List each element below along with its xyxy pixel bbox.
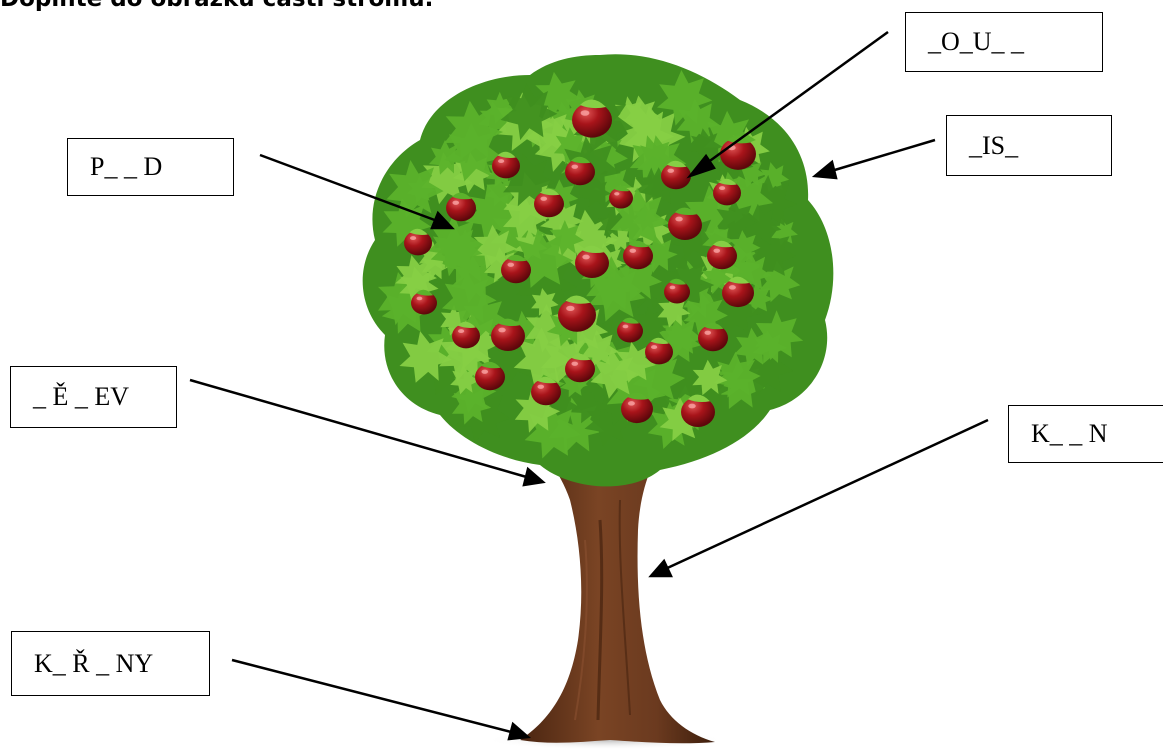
apple bbox=[565, 353, 595, 383]
apple bbox=[491, 318, 525, 351]
apple bbox=[531, 376, 561, 406]
apple bbox=[623, 240, 653, 270]
instruction-text: Doplňte do obrázku části stromu. bbox=[0, 0, 433, 12]
label-box-drevo[interactable]: _ Ě _ EV bbox=[10, 366, 177, 428]
apple bbox=[404, 228, 432, 256]
arrow-list bbox=[811, 138, 936, 180]
apple bbox=[452, 321, 480, 349]
label-text-drevo: _ Ě _ EV bbox=[33, 382, 130, 411]
arrows bbox=[189, 30, 989, 741]
tree-trunk bbox=[520, 410, 715, 744]
label-text-kmen: K_ _ N bbox=[1031, 419, 1108, 448]
apple bbox=[446, 192, 476, 222]
label-text-koreny: K_ Ř _ NY bbox=[34, 648, 154, 678]
label-box-ovoce[interactable]: _O_U_ _ bbox=[905, 12, 1103, 72]
arrow-plod bbox=[259, 153, 455, 230]
label-text-plod: P_ _ D bbox=[90, 152, 163, 181]
apple bbox=[645, 337, 673, 365]
apple bbox=[558, 295, 596, 332]
apple bbox=[609, 185, 633, 209]
label-text-ovoce: _O_U_ _ bbox=[928, 27, 1025, 56]
apple bbox=[664, 278, 690, 304]
arrow-koreny bbox=[231, 658, 531, 741]
apple bbox=[572, 99, 612, 138]
apple bbox=[713, 178, 741, 206]
apple bbox=[565, 156, 595, 186]
apple bbox=[707, 240, 737, 270]
apples bbox=[404, 99, 756, 427]
apple bbox=[722, 276, 754, 308]
apple bbox=[661, 160, 691, 190]
apple bbox=[681, 394, 715, 427]
apple bbox=[617, 317, 643, 343]
label-box-plod[interactable]: P_ _ D bbox=[67, 138, 234, 196]
apple bbox=[621, 392, 653, 424]
label-box-list[interactable]: _IS_ bbox=[946, 115, 1112, 176]
apple bbox=[411, 289, 437, 315]
label-box-kmen[interactable]: K_ _ N bbox=[1008, 405, 1163, 463]
apple bbox=[501, 254, 531, 284]
apple bbox=[475, 361, 505, 391]
apple bbox=[698, 322, 728, 352]
apple bbox=[668, 207, 702, 240]
arrow-kmen bbox=[648, 418, 989, 578]
arrow-drevo bbox=[189, 378, 546, 487]
apple bbox=[534, 188, 564, 218]
apple bbox=[492, 151, 520, 179]
apple bbox=[575, 245, 609, 278]
arrow-ovoce bbox=[686, 30, 889, 179]
label-box-koreny[interactable]: K_ Ř _ NY bbox=[11, 631, 210, 696]
label-text-list: _IS_ bbox=[969, 130, 1019, 160]
